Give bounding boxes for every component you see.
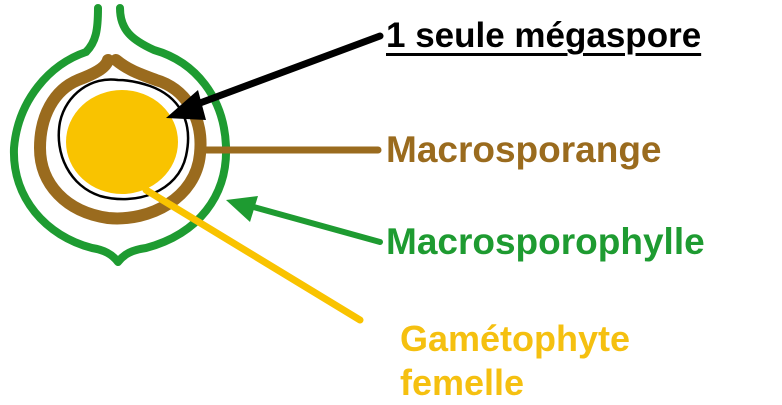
gametophyte-body [66, 90, 178, 194]
macrosporophylle-layer [9, 4, 231, 266]
macrosporange-layer [34, 54, 207, 225]
megaspore-wall [57, 78, 190, 201]
label-gametophyte: Gamétophyte femelle [400, 317, 700, 405]
label-gametophyte-line2: femelle [400, 362, 525, 403]
macrosporophylle-arrowhead [226, 196, 258, 222]
megaspore-pointer-line [188, 32, 384, 110]
label-macrosporophylle: Macrosporophylle [386, 221, 705, 262]
megaspore-arrowhead [166, 90, 206, 120]
macrosporophylle-pointer-line [247, 203, 383, 245]
label-macrosporange: Macrosporange [386, 129, 662, 170]
gametophyte-pointer-line [142, 186, 364, 324]
label-gametophyte-line1: Gamétophyte [400, 318, 631, 359]
label-megaspore: 1 seule mégaspore [386, 16, 702, 55]
